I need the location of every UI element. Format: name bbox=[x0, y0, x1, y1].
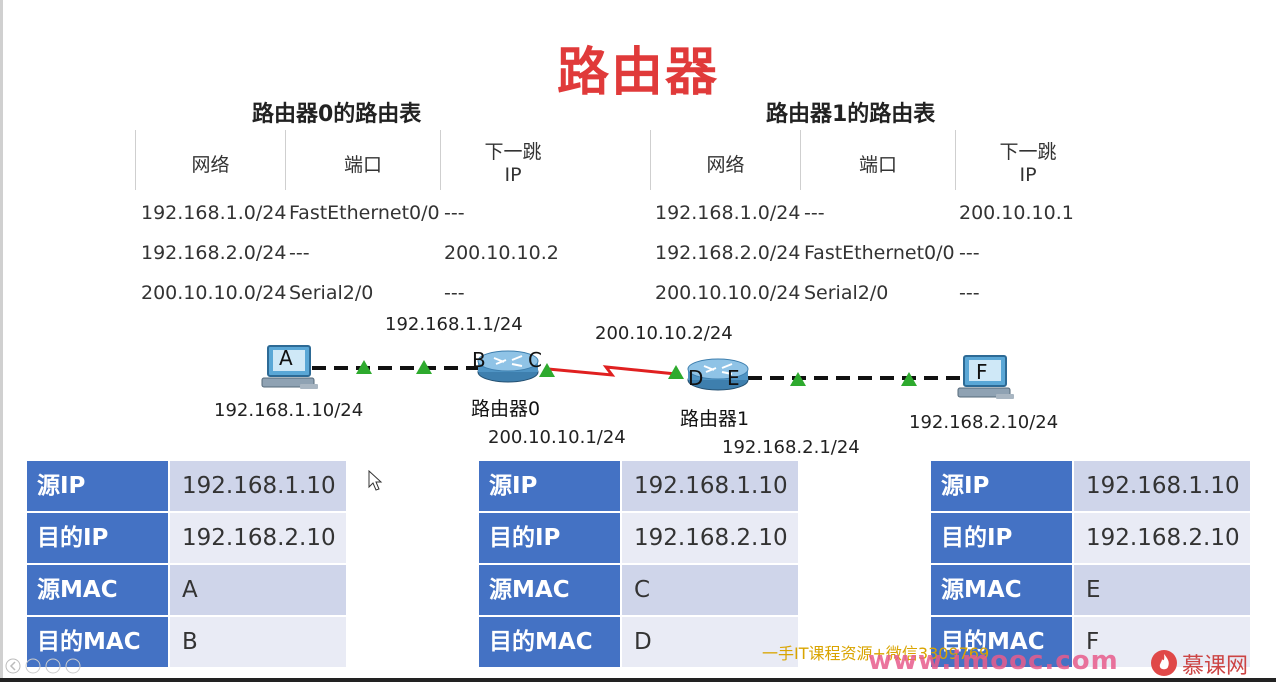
ip-label-f: 192.168.2.10/24 bbox=[907, 412, 1061, 433]
router0-icon bbox=[477, 350, 539, 383]
flame-logo-icon bbox=[1151, 650, 1177, 676]
pc-f-icon bbox=[957, 355, 1014, 399]
promo-watermark: 一手IT课程资源+微信3309769 bbox=[762, 644, 990, 663]
header-network: 网络 bbox=[135, 130, 285, 190]
ip-label-c: 200.10.10.1/24 bbox=[486, 427, 628, 448]
table-cell: 192.168.1.0/24 bbox=[655, 202, 801, 224]
left-edge-bar bbox=[0, 0, 3, 682]
table-cell: FastEthernet0/0 bbox=[289, 202, 440, 224]
table-cell: Serial2/0 bbox=[804, 282, 889, 304]
table-cell: --- bbox=[804, 202, 825, 224]
header-network: 网络 bbox=[650, 130, 800, 190]
router1-table-title: 路由器1的路由表 bbox=[766, 102, 936, 127]
slide-title: 路由器 bbox=[556, 43, 719, 103]
table-cell: 192.168.1.0/24 bbox=[141, 202, 287, 224]
pc-a-label: A bbox=[279, 346, 293, 370]
table-cell: 200.10.10.0/24 bbox=[141, 282, 287, 304]
table-cell: --- bbox=[444, 202, 465, 224]
site-watermark: www.imooc.com bbox=[868, 646, 1119, 676]
brand-watermark: 慕课网 bbox=[1182, 654, 1249, 679]
table-cell: 200.10.10.2 bbox=[444, 242, 559, 264]
link-up-marker bbox=[539, 363, 555, 377]
player-nav-icons[interactable] bbox=[4, 657, 84, 675]
table-cell: 192.168.2.0/24 bbox=[655, 242, 801, 264]
port-b-label: B bbox=[472, 348, 486, 372]
wan-serial-link bbox=[547, 365, 677, 377]
link-up-marker bbox=[416, 360, 432, 374]
table-cell: --- bbox=[444, 282, 465, 304]
ip-label-b: 192.168.1.1/24 bbox=[383, 314, 525, 335]
mouse-cursor-icon bbox=[368, 470, 383, 491]
table-cell: 192.168.2.0/24 bbox=[141, 242, 287, 264]
table-cell: --- bbox=[959, 282, 980, 304]
port-e-label: E bbox=[727, 366, 740, 390]
table-cell: 200.10.10.0/24 bbox=[655, 282, 801, 304]
bottom-edge-bar bbox=[0, 678, 1276, 682]
ip-label-e: 192.168.2.1/24 bbox=[720, 437, 862, 458]
link-up-marker bbox=[901, 372, 917, 386]
link-up-marker bbox=[356, 360, 372, 374]
port-c-label: C bbox=[528, 348, 542, 372]
link-up-marker bbox=[668, 365, 684, 379]
table-cell: --- bbox=[289, 242, 310, 264]
router1-name: 路由器1 bbox=[680, 408, 750, 430]
router1-icon bbox=[687, 358, 749, 391]
table-cell: --- bbox=[959, 242, 980, 264]
header-port: 端口 bbox=[285, 130, 440, 190]
pc-f-label: F bbox=[976, 360, 988, 384]
ip-label-a: 192.168.1.10/24 bbox=[212, 400, 366, 421]
table-cell: 200.10.10.1 bbox=[959, 202, 1074, 224]
pc-a-icon bbox=[261, 345, 318, 389]
router0-table-title: 路由器0的路由表 bbox=[252, 102, 422, 127]
router0-name: 路由器0 bbox=[471, 398, 541, 420]
header-port: 端口 bbox=[800, 130, 955, 190]
ip-label-d: 200.10.10.2/24 bbox=[593, 323, 735, 344]
table-cell: Serial2/0 bbox=[289, 282, 374, 304]
table-cell: FastEthernet0/0 bbox=[804, 242, 955, 264]
link-up-marker bbox=[790, 372, 806, 386]
port-d-label: D bbox=[688, 366, 704, 390]
